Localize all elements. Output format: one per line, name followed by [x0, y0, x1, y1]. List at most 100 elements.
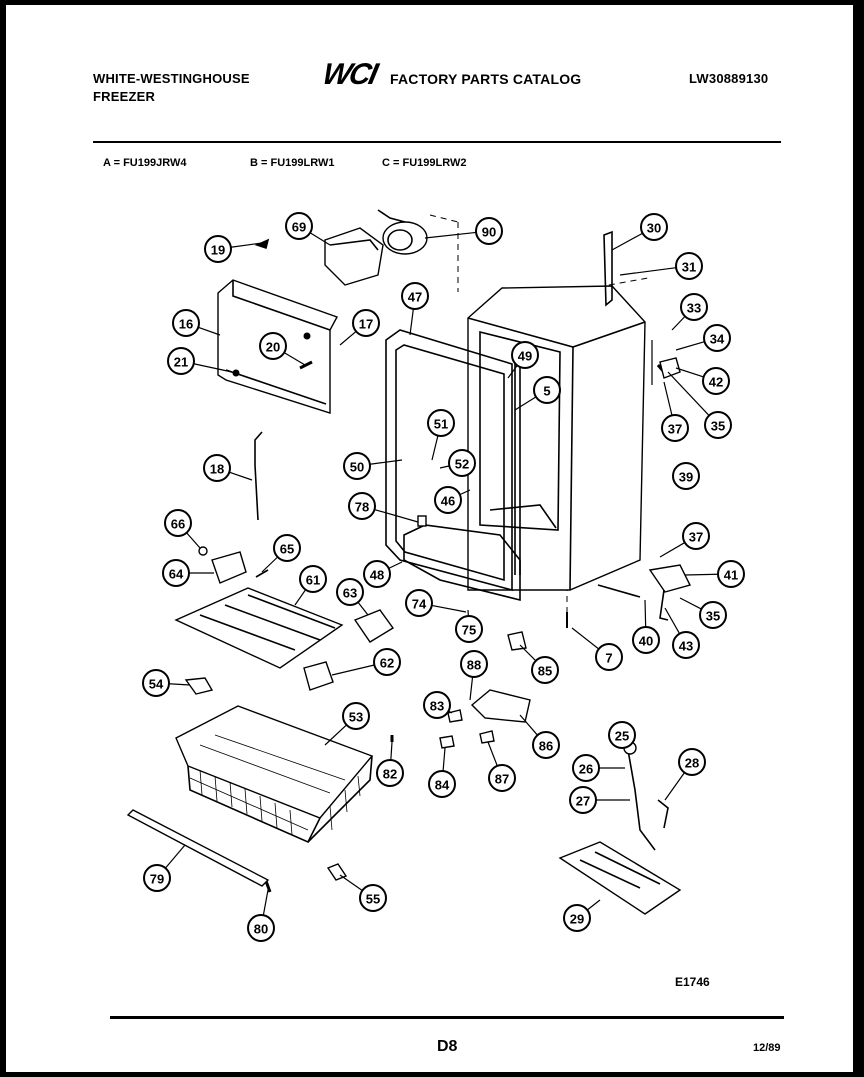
leader-line	[571, 627, 600, 650]
product-type: FREEZER	[93, 89, 156, 104]
callout-circle	[511, 341, 539, 369]
cabinet-part	[467, 285, 646, 591]
callout-35: 35	[679, 597, 727, 629]
callout-88: 88	[460, 650, 488, 701]
callout-circle	[273, 534, 301, 562]
callout-circle	[167, 347, 195, 375]
print-date: 12/89	[753, 1042, 781, 1054]
callout-number: 52	[455, 457, 469, 472]
leader-line	[667, 371, 710, 416]
callout-circle	[342, 702, 370, 730]
callout-circle	[343, 452, 371, 480]
callout-circle	[164, 509, 192, 537]
upper-hinge-part	[651, 340, 681, 385]
callout-circle	[348, 492, 376, 520]
callout-27: 27	[569, 786, 630, 814]
callout-circle	[475, 217, 503, 245]
leader-line	[309, 232, 331, 246]
clip-part	[184, 677, 214, 695]
callout-number: 42	[709, 375, 723, 390]
callout-circle	[717, 560, 745, 588]
callout-number: 66	[171, 517, 185, 532]
callout-circle	[572, 754, 600, 782]
callout-54: 54	[142, 669, 191, 697]
callout-circle	[423, 691, 451, 719]
callout-47: 47	[401, 282, 429, 336]
callout-number: 88	[467, 658, 481, 673]
callout-33: 33	[671, 293, 708, 331]
leader-line	[664, 607, 681, 634]
drawing-code: E1746	[675, 975, 710, 989]
callout-circle	[640, 213, 668, 241]
callout-circle	[532, 731, 560, 759]
leader-line	[459, 489, 471, 496]
page-label: D8	[437, 1038, 458, 1055]
callout-number: 69	[292, 220, 306, 235]
leader-line	[519, 644, 537, 662]
callout-circle	[376, 759, 404, 787]
callout-number: 27	[576, 794, 590, 809]
callout-circle	[704, 411, 732, 439]
callout-circle	[460, 650, 488, 678]
callout-number: 82	[383, 767, 397, 782]
leader-line	[442, 747, 446, 772]
callout-number: 47	[408, 290, 422, 305]
callout-number: 33	[687, 301, 701, 316]
callout-circle	[680, 293, 708, 321]
model-c: C = FU199LRW2	[382, 157, 467, 169]
callout-number: 37	[668, 422, 682, 437]
callout-circle	[661, 414, 689, 442]
leader-line	[339, 874, 363, 892]
callout-circle	[703, 324, 731, 352]
callout-number: 55	[366, 892, 380, 907]
leader-line	[424, 231, 477, 239]
callout-circle	[533, 376, 561, 404]
callout-34: 34	[675, 324, 731, 352]
callout-circle	[352, 309, 380, 337]
leader-line	[261, 556, 279, 573]
callout-circle	[675, 252, 703, 280]
callout-74: 74	[405, 589, 467, 617]
callout-number: 53	[349, 710, 363, 725]
leader-line	[324, 724, 347, 746]
drain-tube-part	[603, 230, 613, 307]
basket-part	[175, 705, 374, 844]
callout-number: 7	[605, 651, 612, 666]
leader-line	[164, 844, 186, 869]
leader-line	[230, 242, 263, 248]
callout-39: 39	[672, 462, 700, 490]
model-a: A = FU199JRW4	[103, 157, 187, 169]
callout-number: 30	[647, 221, 661, 236]
callout-number: 35	[706, 609, 720, 624]
callout-circle	[172, 309, 200, 337]
callout-80: 80	[247, 889, 275, 942]
callout-69: 69	[285, 212, 331, 246]
callout-49: 49	[507, 341, 539, 379]
callout-circle	[247, 914, 275, 942]
callout-64: 64	[162, 559, 214, 587]
callout-number: 39	[679, 470, 693, 485]
callout-50: 50	[343, 452, 403, 480]
leader-line	[357, 601, 369, 616]
callout-52: 52	[439, 449, 476, 477]
catalog-number: LW30889130	[689, 71, 769, 86]
callout-84: 84	[428, 747, 456, 798]
leader-line	[198, 326, 221, 336]
callout-circle	[488, 764, 516, 792]
callout-number: 50	[350, 460, 364, 475]
callout-20: 20	[259, 332, 306, 366]
control-components	[303, 609, 395, 691]
callout-7: 7	[571, 627, 623, 671]
leader-line	[659, 542, 686, 558]
callout-circle	[531, 656, 559, 684]
callout-number: 35	[711, 419, 725, 434]
callout-number: 25	[615, 729, 629, 744]
leader-line	[431, 435, 439, 461]
leader-line	[671, 315, 686, 331]
leader-line	[675, 367, 704, 378]
leader-line	[262, 889, 269, 916]
callout-number: 41	[724, 568, 738, 583]
